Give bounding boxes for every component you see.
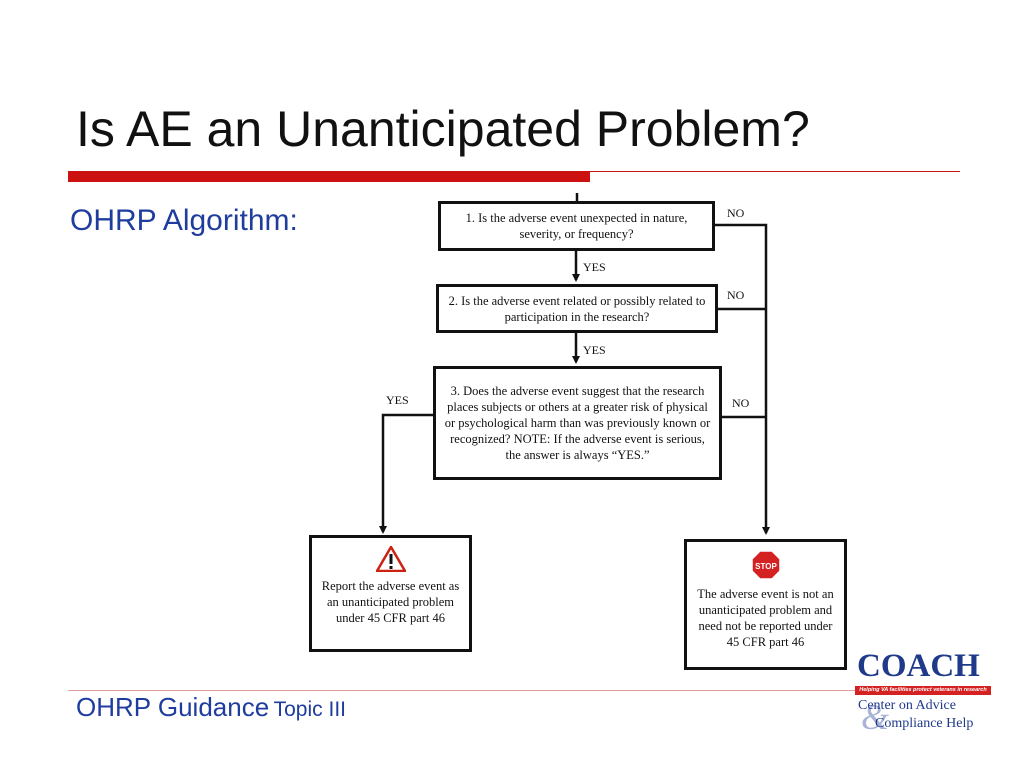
q1-no-label: NO [727, 206, 745, 220]
q3-yes-path [379, 413, 434, 534]
outcome-report-text: Report the adverse event as an unanticip… [321, 579, 460, 625]
q2-yes-label: YES [583, 343, 606, 357]
question-1-box: 1. Is the adverse event unexpected in na… [438, 201, 715, 251]
coach-logo: COACH Helping VA facilities protect vete… [855, 648, 995, 738]
question-2-text: 2. Is the adverse event related or possi… [448, 293, 706, 324]
question-1-text: 1. Is the adverse event unexpected in na… [465, 211, 688, 241]
footer-rule [68, 690, 958, 691]
q2-no-label: NO [727, 288, 745, 302]
warning-triangle-icon [375, 546, 406, 572]
stop-sign-icon: STOP [750, 550, 781, 580]
question-3-text: 3. Does the adverse event suggest that t… [444, 384, 711, 462]
q1-yes-label: YES [583, 260, 606, 274]
outcome-no-report-box: STOP The adverse event is not an unantic… [684, 539, 847, 670]
coach-logo-line2: Compliance Help [875, 716, 974, 731]
title-underline-bar [68, 171, 590, 182]
outcome-report-box: Report the adverse event as an unanticip… [309, 535, 472, 652]
outcome-no-report-text: The adverse event is not an unanticipate… [697, 587, 834, 649]
coach-logo-tagline: Helping VA facilities protect veterans i… [855, 686, 991, 695]
footer-main: OHRP Guidance [76, 692, 270, 722]
stop-sign-text: STOP [755, 562, 777, 571]
q3-yes-label: YES [386, 393, 409, 407]
slide-subtitle: OHRP Algorithm: [70, 204, 298, 237]
question-2-box: 2. Is the adverse event related or possi… [436, 284, 718, 333]
footer-text: OHRP Guidance Topic III [76, 692, 346, 723]
slide-title: Is AE an Unanticipated Problem? [76, 101, 810, 157]
question-3-box: 3. Does the adverse event suggest that t… [433, 366, 722, 480]
coach-logo-ampersand: & [861, 697, 890, 737]
coach-logo-line1: Center on Advice [858, 698, 956, 713]
no-path-line [714, 223, 770, 535]
coach-logo-word: COACH [857, 648, 980, 684]
q3-no-label: NO [732, 396, 750, 410]
footer-topic: Topic III [273, 698, 346, 721]
title-underline-rule [590, 171, 960, 172]
